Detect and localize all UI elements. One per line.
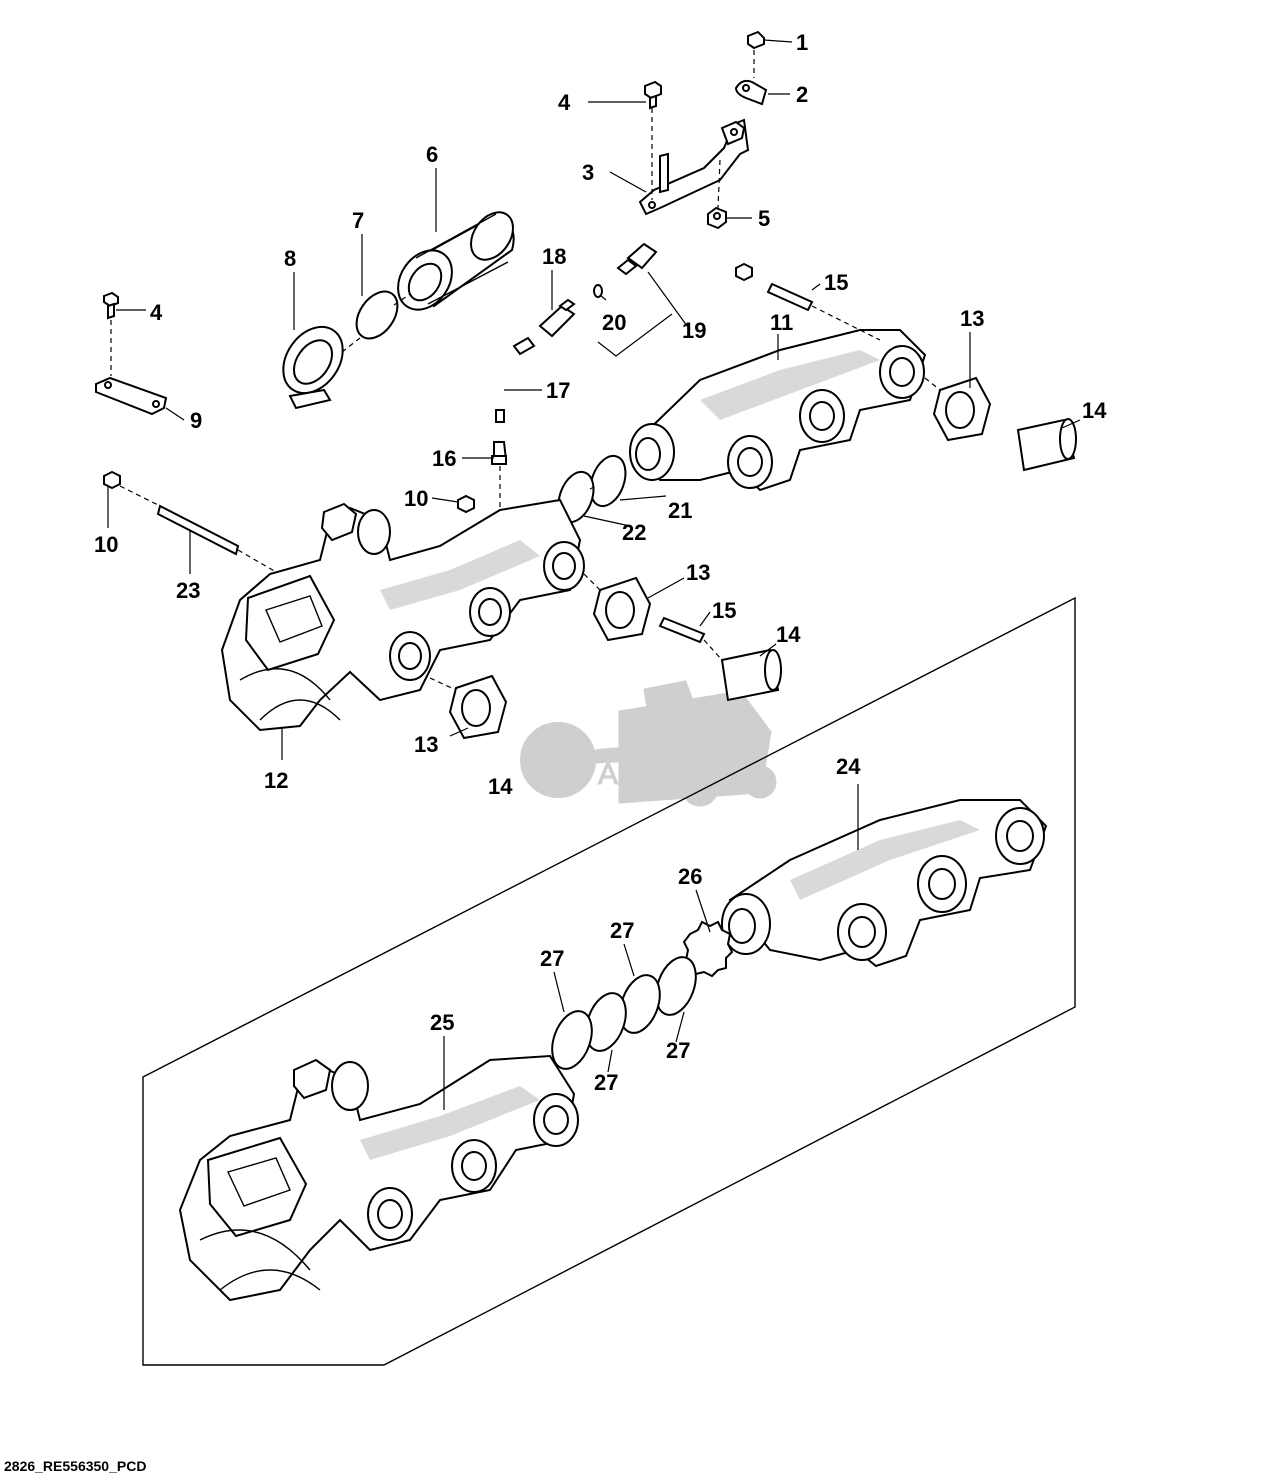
watermark-logo: ООО АГРОСНАБ [520,680,777,807]
callout-4-left: 4 [150,300,163,325]
nut-part-10-left [103,470,121,490]
exhaust-manifold-part-24 [721,799,1048,968]
clip-part-2 [734,79,768,106]
callout-15-mid: 15 [712,598,736,623]
leader-lines [107,39,1081,1110]
gasket-part-13-bottom [448,674,508,740]
callout-14-right: 14 [1082,398,1107,423]
gasket-part-13-mid [592,576,652,642]
screw-part-1 [747,30,765,78]
seal-part-20 [593,284,603,298]
callout-11: 11 [770,310,793,335]
callout-2: 2 [796,82,808,107]
tube-part-17 [498,343,526,415]
callout-4-top: 4 [558,90,571,115]
oring-part-7 [355,290,399,340]
drawing-id-label: 2826_RE556350_PCD [4,1458,147,1474]
bolt-part-4-left [103,291,119,376]
watermark-brand-text: АГРОСНАБ [598,758,760,791]
stud-part-15-mid [658,616,706,644]
callout-21: 21 [668,498,692,523]
sleeve-part-14-right [1016,418,1077,472]
alternate-assembly-frame [142,596,1076,1366]
callout-10-left: 10 [94,532,118,557]
callout-17: 17 [546,378,570,403]
callout-3: 3 [582,160,594,185]
callout-13-bottom: 13 [414,732,438,757]
callout-6: 6 [426,142,438,167]
callout-27-b: 27 [610,918,634,943]
clamp-part-8 [282,325,344,410]
callout-25: 25 [430,1010,454,1035]
ring-part-27-d [655,956,697,1016]
callout-16: 16 [432,446,456,471]
callout-12: 12 [264,768,288,793]
nut-part-10-center [457,494,475,514]
exhaust-manifold-part-12 [220,498,585,732]
callout-18: 18 [542,244,566,269]
callout-22: 22 [622,520,646,545]
exhaust-manifold-part-11 [629,329,927,492]
gasket-part-13-right [932,376,992,442]
callout-14-bottom: 14 [488,774,513,799]
callout-15-top: 15 [824,270,848,295]
ring-part-27-c [619,974,661,1034]
callout-labels: 1 2 3 4 4 5 6 7 8 9 10 10 11 12 13 13 13… [94,30,1107,1095]
callout-27-c: 27 [666,1038,690,1063]
stud-part-15-top [735,262,814,312]
callout-14-mid: 14 [776,622,801,647]
bolt-part-4-top [644,80,662,110]
callout-5: 5 [758,206,770,231]
exhaust-manifold-part-25 [178,1054,579,1302]
ring-part-27-b [585,992,627,1052]
callout-19: 19 [682,318,706,343]
stud-part-23 [156,504,240,556]
watermark-small-text: ООО [632,739,669,756]
ring-part-27-a [551,1010,593,1070]
callout-9: 9 [190,408,202,433]
callout-8: 8 [284,246,296,271]
sensor-part-19 [616,242,658,276]
callout-10-center: 10 [404,486,428,511]
callout-7: 7 [352,208,364,233]
nut-part-5 [707,159,727,230]
callout-26: 26 [678,864,702,889]
callout-13-right: 13 [960,306,984,331]
callout-13-mid: 13 [686,560,710,585]
sleeve-part-14-mid [720,648,782,702]
callout-23: 23 [176,578,200,603]
callout-24: 24 [836,754,861,779]
sleeve-part-6 [397,211,515,311]
bracket-part-3 [638,118,750,216]
callout-20: 20 [602,310,626,335]
gasket-ring-part-21 [589,454,627,508]
callout-1: 1 [796,30,808,55]
adapter-part-18 [512,298,576,356]
fitting-part-16 [491,409,508,465]
callout-27-d: 27 [594,1070,618,1095]
plate-part-9 [95,376,168,416]
callout-27-a: 27 [540,946,564,971]
